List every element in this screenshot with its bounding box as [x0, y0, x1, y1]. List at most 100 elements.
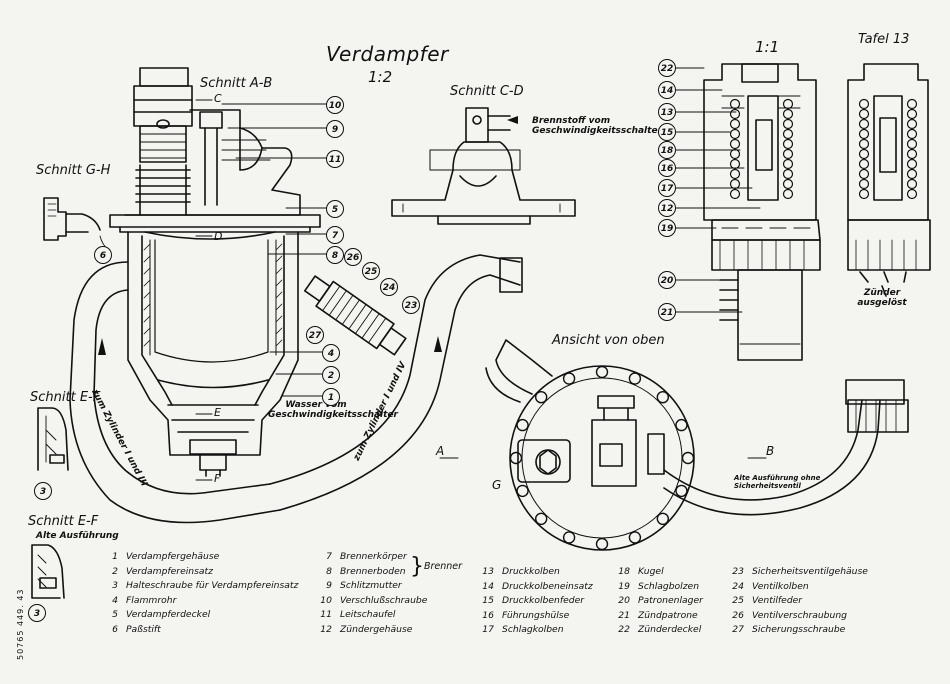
legend-item-number: 1 [112, 551, 118, 562]
callout-bubble: 17 [658, 179, 676, 197]
spring-coil [906, 158, 918, 170]
cut-mark-c: C [214, 92, 222, 105]
legend-item-number: 3 [112, 580, 118, 592]
legend-item-number: 26 [732, 609, 744, 621]
spring-coil [729, 148, 741, 160]
legend-item-number: 5 [112, 609, 118, 621]
spring-coil [906, 128, 918, 140]
legend-item-number: 24 [732, 580, 744, 592]
spring-coil [782, 188, 794, 200]
cut-mark-e: E [214, 406, 221, 419]
legend-item-number: 13 [482, 566, 494, 577]
spring-coil [858, 118, 870, 130]
legend-item: 26 Ventilverschraubung [728, 609, 868, 624]
spring-coil [906, 138, 918, 150]
spring-coil [782, 118, 794, 130]
legend-item-number: 27 [732, 624, 744, 636]
legend-item-text: Leitschaufel [340, 609, 396, 621]
legend-item-text: Zündergehäuse [340, 623, 413, 635]
callout-bubble: 5 [326, 200, 344, 218]
spring-coil [906, 148, 918, 160]
section-gh-label: Schnitt G-H [36, 163, 111, 178]
legend-item-text: Zündpatrone [638, 609, 698, 621]
legend-item-number: 12 [320, 623, 332, 635]
legend-item-text: Paßstift [126, 623, 161, 635]
legend-item-number: 11 [320, 609, 332, 621]
legend-item-text: Flammrohr [126, 594, 177, 606]
legend-item-number: 22 [618, 624, 630, 636]
callout-bubble: 24 [380, 278, 398, 296]
callout-bubble: 20 [658, 271, 676, 289]
cut-mark-f: F [214, 472, 221, 485]
side-code: 50765 449. 43 [16, 588, 25, 660]
callout-bubble: 2 [322, 366, 340, 384]
spring-coil [858, 158, 870, 170]
alte-ausfuehrung-callout: Alte Ausführung ohne Sicherheitsventil [734, 474, 821, 490]
zuender-callout: Zünder ausgelöst [857, 288, 907, 308]
callout-bubble: 7 [326, 226, 344, 244]
spring-coil [906, 168, 918, 180]
spring-coil [782, 138, 794, 150]
callout-bubble: 10 [326, 96, 344, 114]
flange-bolt-hole [656, 512, 670, 526]
flange-bolt-hole [534, 512, 548, 526]
legend-item-number: 23 [732, 566, 744, 577]
legend-item-text: Druckkolbeneinsatz [502, 580, 593, 592]
spring-coil [858, 178, 870, 190]
callout-bubble: 12 [658, 199, 676, 217]
legend-item-number: 9 [326, 580, 332, 592]
scale-main: 1:2 [368, 68, 393, 86]
spring-coil [729, 178, 741, 190]
legend-item-text: Ventilverschraubung [752, 609, 847, 621]
legend-item-number: 10 [320, 594, 332, 606]
callout-bubble: 18 [658, 141, 676, 159]
section-ef-old-sub: Alte Ausführung [36, 531, 119, 541]
spring-coil [729, 138, 741, 150]
spring-coil [906, 188, 918, 200]
top-view-label: Ansicht von oben [552, 333, 665, 348]
legend-item-text: Führungshülse [502, 609, 570, 621]
wasser-callout: Wasser vom Geschwindigkeitsschalter [268, 400, 398, 420]
flow-arrows [98, 116, 518, 355]
callout-bubble: 16 [658, 159, 676, 177]
legend-item-text: Zünderdeckel [638, 624, 702, 636]
spring-coil [906, 118, 918, 130]
spring-coil [858, 138, 870, 150]
legend-item-number: 20 [618, 595, 630, 607]
spring-coil [729, 118, 741, 130]
spring-coil [858, 148, 870, 160]
top-view-drawing [439, 339, 909, 551]
flange-bolt-hole [656, 390, 670, 404]
spring-coil [729, 128, 741, 140]
section-cd-label: Schnitt C-D [450, 84, 524, 99]
spring-coil [729, 108, 741, 120]
callout-bubble: 22 [658, 59, 676, 77]
flange-bolt-hole [628, 372, 642, 385]
spring-coil [906, 98, 918, 110]
callout-bubble: 14 [658, 81, 676, 99]
spring-coil [729, 98, 741, 110]
flange-bolt-hole [595, 537, 609, 551]
callout-bubble: 25 [362, 262, 380, 280]
legend-item-text: Verdampfereinsatz [126, 565, 213, 577]
spring-coil [858, 108, 870, 120]
callout-bubble: 6 [94, 246, 112, 264]
evaporator-main-body [31, 67, 523, 599]
callout-bubble: 3 [34, 482, 52, 500]
